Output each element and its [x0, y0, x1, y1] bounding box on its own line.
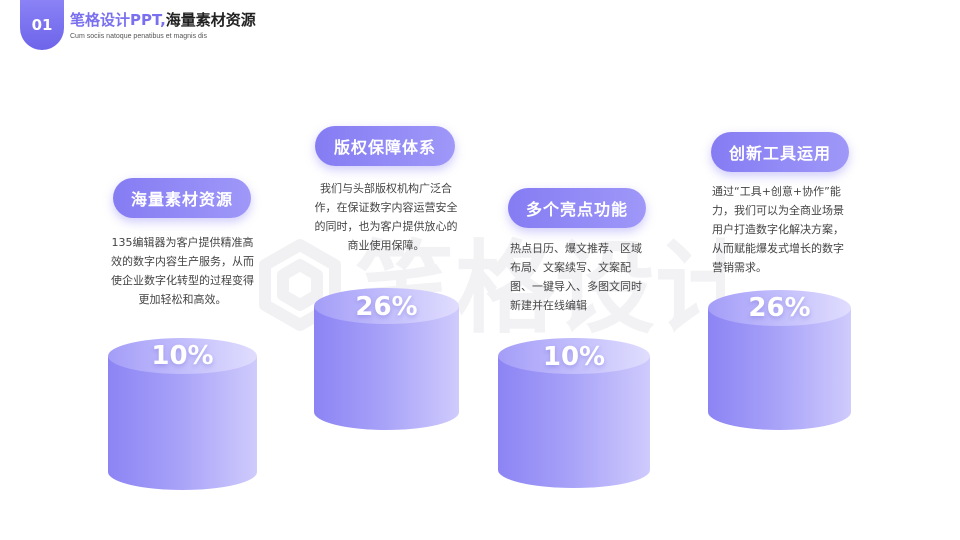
page-title: 笔格设计PPT,海量素材资源 [70, 9, 256, 30]
item-4-title-label: 创新工具运用 [728, 144, 831, 163]
page-subtitle: Cum sociis natoque penatibus et magnis d… [70, 33, 207, 40]
slide-number-badge: 01 [20, 0, 64, 50]
item-4-description: 通过“工具+创意+协作”能力，我们可以为全商业场景用户打造数字化解决方案，从而赋… [712, 185, 844, 274]
item-1-title: 海量素材资源 [113, 178, 251, 218]
item-1-percent: 10% [151, 341, 214, 371]
item-1-description: 135编辑器为客户提供精准高效的数字内容生产服务，从而使企业数字化转型的过程变得… [111, 236, 254, 306]
header: 笔格设计PPT,海量素材资源 Cum sociis natoque penati… [70, 9, 256, 40]
item-1-cylinder: 10% [108, 338, 257, 490]
title-accent: 笔格设计PPT, [70, 11, 166, 29]
item-4-percent: 26% [748, 293, 811, 323]
item-3-percent: 10% [542, 342, 606, 372]
item-2-title-label: 版权保障体系 [333, 138, 436, 157]
slide-number: 01 [31, 16, 53, 34]
item-3-title-label: 多个亮点功能 [525, 200, 628, 219]
item-3-cylinder: 10% [498, 338, 650, 488]
item-2-percent: 26% [355, 292, 418, 322]
item-3-description: 热点日历、爆文推荐、区域布局、文案续写、文案配图、一键导入、多图文同时新建并在线… [510, 242, 642, 312]
title-main: 海量素材资源 [165, 11, 256, 29]
item-1-title-label: 海量素材资源 [130, 190, 233, 209]
item-4-cylinder: 26% [708, 290, 851, 430]
item-4-title: 创新工具运用 [711, 132, 849, 172]
item-3-title: 多个亮点功能 [508, 188, 646, 228]
item-2-description: 我们与头部版权机构广泛合作，在保证数字内容运营安全的同时，也为客户提供放心的商业… [314, 182, 458, 252]
item-2-title: 版权保障体系 [315, 126, 455, 166]
item-2-cylinder: 26% [314, 288, 459, 430]
